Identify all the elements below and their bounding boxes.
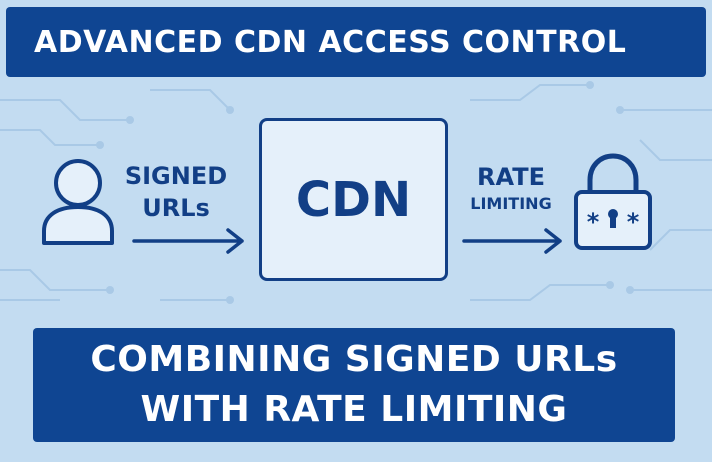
- cdn-label: CDN: [295, 171, 412, 228]
- lock-asterisk-right: *: [627, 208, 640, 236]
- rate-limiting-label: RATE LIMITING: [456, 162, 566, 216]
- arrow-right-icon: [132, 228, 244, 254]
- rate-label-line2: LIMITING: [470, 194, 552, 213]
- lock-asterisk-left: *: [587, 208, 600, 236]
- cdn-box: CDN: [259, 118, 448, 281]
- subtitle-line2: WITH RATE LIMITING: [140, 389, 568, 430]
- title-banner: ADVANCED CDN ACCESS CONTROL: [6, 7, 706, 77]
- signed-label-line2: URLs: [142, 194, 210, 222]
- signed-urls-label: SIGNED URLs: [116, 160, 236, 224]
- subtitle-banner: COMBINING SIGNED URLs WITH RATE LIMITING: [33, 328, 675, 442]
- arrow-right-icon: [462, 228, 562, 254]
- signed-label-line1: SIGNED: [124, 162, 228, 190]
- lock-icon: * *: [574, 153, 652, 250]
- subtitle-line1: COMBINING SIGNED URLs: [90, 339, 618, 380]
- rate-label-line1: RATE: [477, 163, 545, 191]
- page-title: ADVANCED CDN ACCESS CONTROL: [34, 24, 627, 60]
- user-icon: [42, 159, 114, 245]
